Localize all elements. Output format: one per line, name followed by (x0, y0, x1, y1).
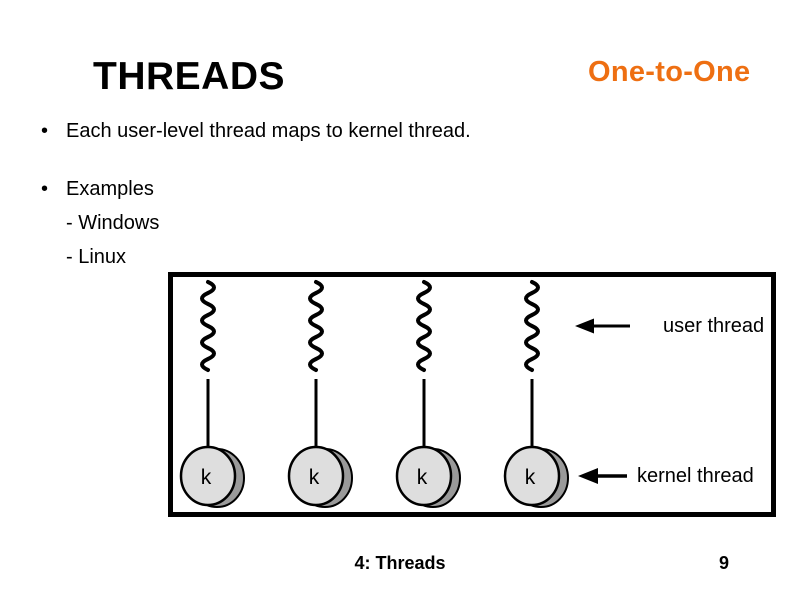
kernel-thread-label: kernel thread (637, 465, 754, 487)
user-thread-squiggle (416, 280, 432, 372)
bullet-text: Examples (66, 178, 154, 200)
kernel-disk (503, 445, 561, 507)
kernel-thread-arrow-head (578, 468, 598, 484)
bullet-text: Each user-level thread maps to kernel th… (66, 120, 471, 142)
k-label: k (201, 466, 212, 489)
bullet-icon: • (41, 120, 49, 142)
user-thread-label: user thread (663, 315, 765, 337)
user-thread-squiggle (308, 280, 324, 372)
k-label: k (309, 466, 320, 489)
user-thread-squiggle (524, 280, 540, 372)
k-label: k (417, 466, 428, 489)
bullet-item: • Each user-level thread maps to kernel t… (41, 119, 471, 143)
kernel-disk (395, 445, 453, 507)
page-title: THREADS (93, 55, 286, 98)
user-thread-arrow-head (575, 318, 594, 334)
sub-bullet-text: - Linux (66, 246, 127, 268)
bullet-icon: • (41, 178, 49, 200)
k-label: k (525, 466, 536, 489)
sub-bullet-text: - Windows (66, 212, 160, 234)
page-number: 9 (718, 553, 729, 573)
bullet-item: • Examples (41, 177, 154, 201)
diagram-border (168, 272, 776, 517)
diagram-box: k k k k user thread kernel thread (168, 272, 776, 520)
footer-title: 4: Threads (354, 553, 446, 573)
user-thread-squiggle (200, 280, 216, 372)
kernel-disk (287, 445, 345, 507)
corner-label: One-to-One (588, 56, 751, 88)
kernel-disk (179, 445, 237, 507)
